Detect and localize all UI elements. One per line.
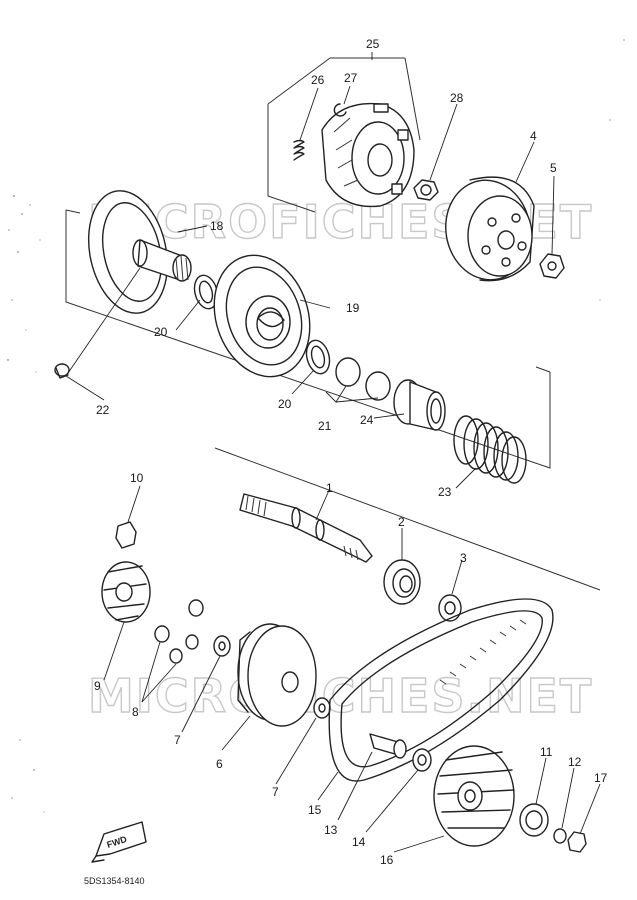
callout-7-upper: 7 bbox=[174, 733, 181, 747]
callout-14: 14 bbox=[352, 835, 366, 849]
part-26-spring-small bbox=[293, 139, 305, 161]
part-7-collar-upper bbox=[213, 635, 231, 657]
callout-20-upper: 20 bbox=[154, 325, 168, 339]
callouts: 25 26 27 28 4 5 18 19 20 20 21 24 23 22 … bbox=[94, 37, 608, 867]
scan-noise bbox=[7, 39, 625, 813]
part-6-sliding-sheave bbox=[237, 623, 317, 727]
part-8-weights bbox=[154, 599, 204, 664]
callout-5: 5 bbox=[550, 161, 557, 175]
part-20-washer-lower bbox=[305, 339, 331, 375]
callout-8: 8 bbox=[132, 705, 139, 719]
callout-19: 19 bbox=[346, 301, 360, 315]
part-16-fan-sheave bbox=[433, 745, 515, 847]
fwd-direction-badge: FWD bbox=[91, 821, 147, 863]
callout-27: 27 bbox=[344, 71, 358, 85]
callout-23: 23 bbox=[438, 485, 452, 499]
callout-28: 28 bbox=[450, 91, 464, 105]
callout-1: 1 bbox=[326, 481, 333, 495]
part-5-nut bbox=[539, 253, 565, 279]
callout-9: 9 bbox=[94, 679, 101, 693]
callout-22: 22 bbox=[96, 403, 110, 417]
callout-18: 18 bbox=[210, 219, 224, 233]
callout-20-lower: 20 bbox=[278, 397, 292, 411]
callout-6: 6 bbox=[216, 757, 223, 771]
part-17-nut bbox=[567, 831, 587, 853]
part-14-washer bbox=[412, 748, 432, 772]
callout-15: 15 bbox=[308, 803, 322, 817]
callout-10: 10 bbox=[130, 471, 144, 485]
callout-13: 13 bbox=[324, 823, 338, 837]
part-1-shaft bbox=[239, 493, 373, 563]
part-24-collar bbox=[393, 379, 446, 431]
part-22-pin bbox=[54, 363, 70, 379]
part-12-washer bbox=[553, 828, 567, 844]
part-11-washer bbox=[519, 803, 549, 837]
callout-12: 12 bbox=[568, 755, 582, 769]
callout-7-lower: 7 bbox=[272, 785, 279, 799]
callout-17: 17 bbox=[594, 771, 608, 785]
part-25-clutch-carrier bbox=[321, 102, 415, 208]
leader-lines bbox=[65, 52, 601, 853]
part-2-bearing bbox=[383, 559, 421, 605]
part-21-o-rings bbox=[335, 357, 391, 401]
part-13-spacer bbox=[369, 733, 407, 759]
callout-11: 11 bbox=[540, 745, 553, 759]
part-23-spring bbox=[453, 415, 527, 484]
part-4-clutch-housing bbox=[445, 176, 535, 282]
part-10-slider bbox=[115, 521, 137, 549]
callout-3: 3 bbox=[460, 551, 467, 565]
lower-assembly-bracket bbox=[214, 447, 601, 591]
part-18-sheave bbox=[87, 190, 192, 314]
figure-code: 5DS1354-8140 bbox=[84, 876, 145, 886]
callout-25: 25 bbox=[366, 37, 380, 51]
callout-26: 26 bbox=[311, 73, 325, 87]
callout-2: 2 bbox=[398, 515, 405, 529]
part-7-collar-lower bbox=[313, 697, 331, 719]
callout-24: 24 bbox=[360, 413, 374, 427]
part-19-secondary-sheave bbox=[213, 254, 311, 378]
watermark-bottom: MICROFICHES.NET bbox=[88, 669, 593, 723]
callout-21: 21 bbox=[318, 419, 332, 433]
part-3-washer bbox=[438, 594, 462, 622]
upper-assembly-bracket bbox=[65, 209, 551, 469]
part-28-nut bbox=[413, 179, 439, 201]
clutch-bracket bbox=[267, 57, 421, 213]
callout-16: 16 bbox=[380, 853, 394, 867]
part-9-cam bbox=[101, 561, 151, 623]
callout-4: 4 bbox=[530, 129, 537, 143]
part-27-clip bbox=[333, 103, 347, 117]
part-15-v-belt bbox=[328, 598, 554, 782]
